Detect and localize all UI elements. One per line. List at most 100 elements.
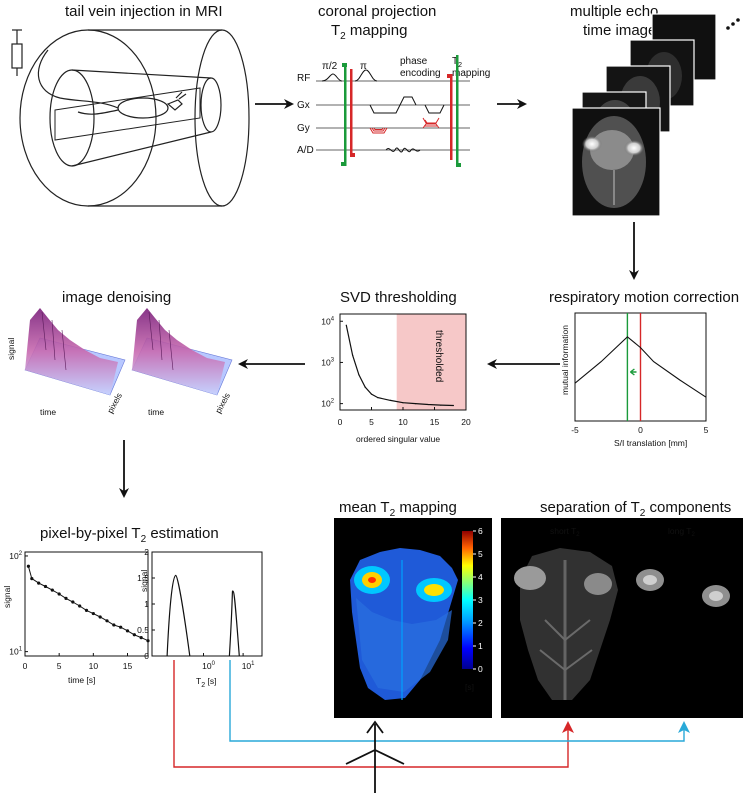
colorbar <box>462 531 473 669</box>
dist-ytick-label: 0.5 <box>137 625 149 635</box>
colorbar-tick-label: 1 <box>478 641 483 651</box>
resp-xtick-label: -5 <box>571 425 579 435</box>
svd-xtick-label: 20 <box>461 417 471 427</box>
title-echo-line2: time images <box>583 22 664 39</box>
svd-point <box>358 374 360 376</box>
title-coronal-line1: coronal projection <box>318 3 436 20</box>
decay-ytick-label: 102 <box>9 551 22 561</box>
dist-xtick-label: 101 <box>242 661 255 671</box>
dist-ytick-label: 2 <box>144 547 149 557</box>
pulse-sequence-diagram: RF Gx Gy A/D π/2 π phase encoding T2 map… <box>297 55 490 167</box>
title-separation: separation of T2 components <box>540 499 731 519</box>
denoise-time-b: time <box>148 407 164 417</box>
colorbar-tick-label: 2 <box>478 618 483 628</box>
svd-point <box>402 402 404 404</box>
resp-xtick-label: 5 <box>704 425 709 435</box>
decay-point <box>91 611 95 616</box>
seq-pulse-180: π <box>360 61 367 72</box>
svd-xtick-label: 0 <box>338 417 343 427</box>
denoise-time-a: time <box>40 407 56 417</box>
title-resp: respiratory motion correction <box>549 289 739 306</box>
svd-ytick-label: 103 <box>321 357 334 367</box>
svd-point <box>427 403 429 406</box>
dist-ytick-label: 0 <box>144 651 149 661</box>
seq-label-ad: A/D <box>297 145 314 156</box>
colorbar-tick-label: 5 <box>478 549 483 559</box>
dist-xlabel: T2 [s] <box>196 676 216 689</box>
denoise-surfaces: signal time pixels time pixels <box>6 308 233 417</box>
decay-point <box>43 584 48 589</box>
decay-point <box>112 623 116 627</box>
separation-panel: short T2 long T2 <box>501 518 743 718</box>
decay-point <box>37 581 41 585</box>
label-short-t2: short T2 <box>550 526 580 538</box>
svd-xtick-label: 5 <box>369 417 374 427</box>
svd-point <box>370 393 373 395</box>
decay-xtick-label: 0 <box>23 661 28 671</box>
svd-curve <box>345 325 454 407</box>
title-svd: SVD thresholding <box>340 289 457 306</box>
title-coronal-line2: T2 mapping <box>331 22 407 42</box>
dist-ytick-label: 1 <box>144 599 149 609</box>
decay-point <box>64 596 68 601</box>
seq-t2-label1: T2 <box>452 56 462 69</box>
decay-ylabel: signal <box>2 586 12 608</box>
arrow-merge-to-mean <box>345 724 405 793</box>
svd-xlabel: ordered singular value <box>356 434 440 444</box>
arrow-merge-head <box>366 720 384 734</box>
svd-point <box>377 397 379 399</box>
decay-point <box>30 576 34 581</box>
decay-fit-line <box>27 566 149 642</box>
resp-ylabel: mutual information <box>560 325 570 395</box>
seq-label-rf: RF <box>297 73 310 84</box>
label-long-t2: long T2 <box>668 526 695 538</box>
decay-point <box>105 619 109 623</box>
seq-label-gx: Gx <box>297 100 310 111</box>
decay-point <box>71 600 75 604</box>
dist-xtick-label: 100 <box>202 661 215 671</box>
decay-point <box>78 604 82 608</box>
decay-point <box>84 608 89 612</box>
decay-xtick-label: 10 <box>89 661 99 671</box>
svd-point <box>452 404 454 407</box>
colorbar-tick-label: 3 <box>478 595 483 605</box>
resp-xlabel: S/I translation [mm] <box>614 438 687 448</box>
dist-ylabel: signal <box>139 570 149 592</box>
dist-ytick-label: 1.5 <box>137 573 149 583</box>
seq-pulse-90: π/2 <box>322 61 338 72</box>
title-denoise: image denoising <box>62 289 171 306</box>
seq-phase-label1: phase <box>400 56 428 67</box>
decay-point <box>26 564 31 568</box>
denoise-ylabel-a: signal <box>6 338 16 360</box>
resp-curve <box>574 336 707 398</box>
arrow-short-component <box>173 660 574 768</box>
svd-ytick-label: 104 <box>321 316 334 326</box>
decay-ytick-label: 101 <box>9 647 22 657</box>
resp-xtick-label: 0 <box>638 425 643 435</box>
resp-chart: mutual information S/I translation [mm] … <box>560 312 709 448</box>
decay-xlabel: time [s] <box>68 675 95 685</box>
seq-t2-label2: mapping <box>452 68 490 79</box>
svd-point <box>345 324 347 326</box>
mri-scanner-drawing <box>19 29 250 207</box>
decay-point <box>50 588 54 592</box>
decay-point <box>57 592 61 596</box>
decay-point <box>132 633 136 637</box>
svd-threshold-region <box>396 314 466 410</box>
colorbar-unit: [s] <box>465 682 474 692</box>
t2-distribution-chart: signal T2 [s] 2 1.5 1 0.5 0 100 101 <box>137 547 263 689</box>
decay-point <box>125 629 130 633</box>
title-injection: tail vein injection in MRI <box>65 3 223 20</box>
decay-point <box>98 615 102 619</box>
title-echo-line1: multiple echo <box>570 3 658 20</box>
resp-shift-arrow <box>629 368 637 376</box>
colorbar-tick-label: 4 <box>478 572 483 582</box>
decay-xtick-label: 5 <box>57 661 62 671</box>
echo-image-stack <box>571 13 740 217</box>
svd-point <box>352 354 354 356</box>
seq-label-gy: Gy <box>297 123 310 134</box>
arrow-long-component <box>229 660 690 742</box>
svd-thresholded-label: thresholded <box>433 330 444 382</box>
